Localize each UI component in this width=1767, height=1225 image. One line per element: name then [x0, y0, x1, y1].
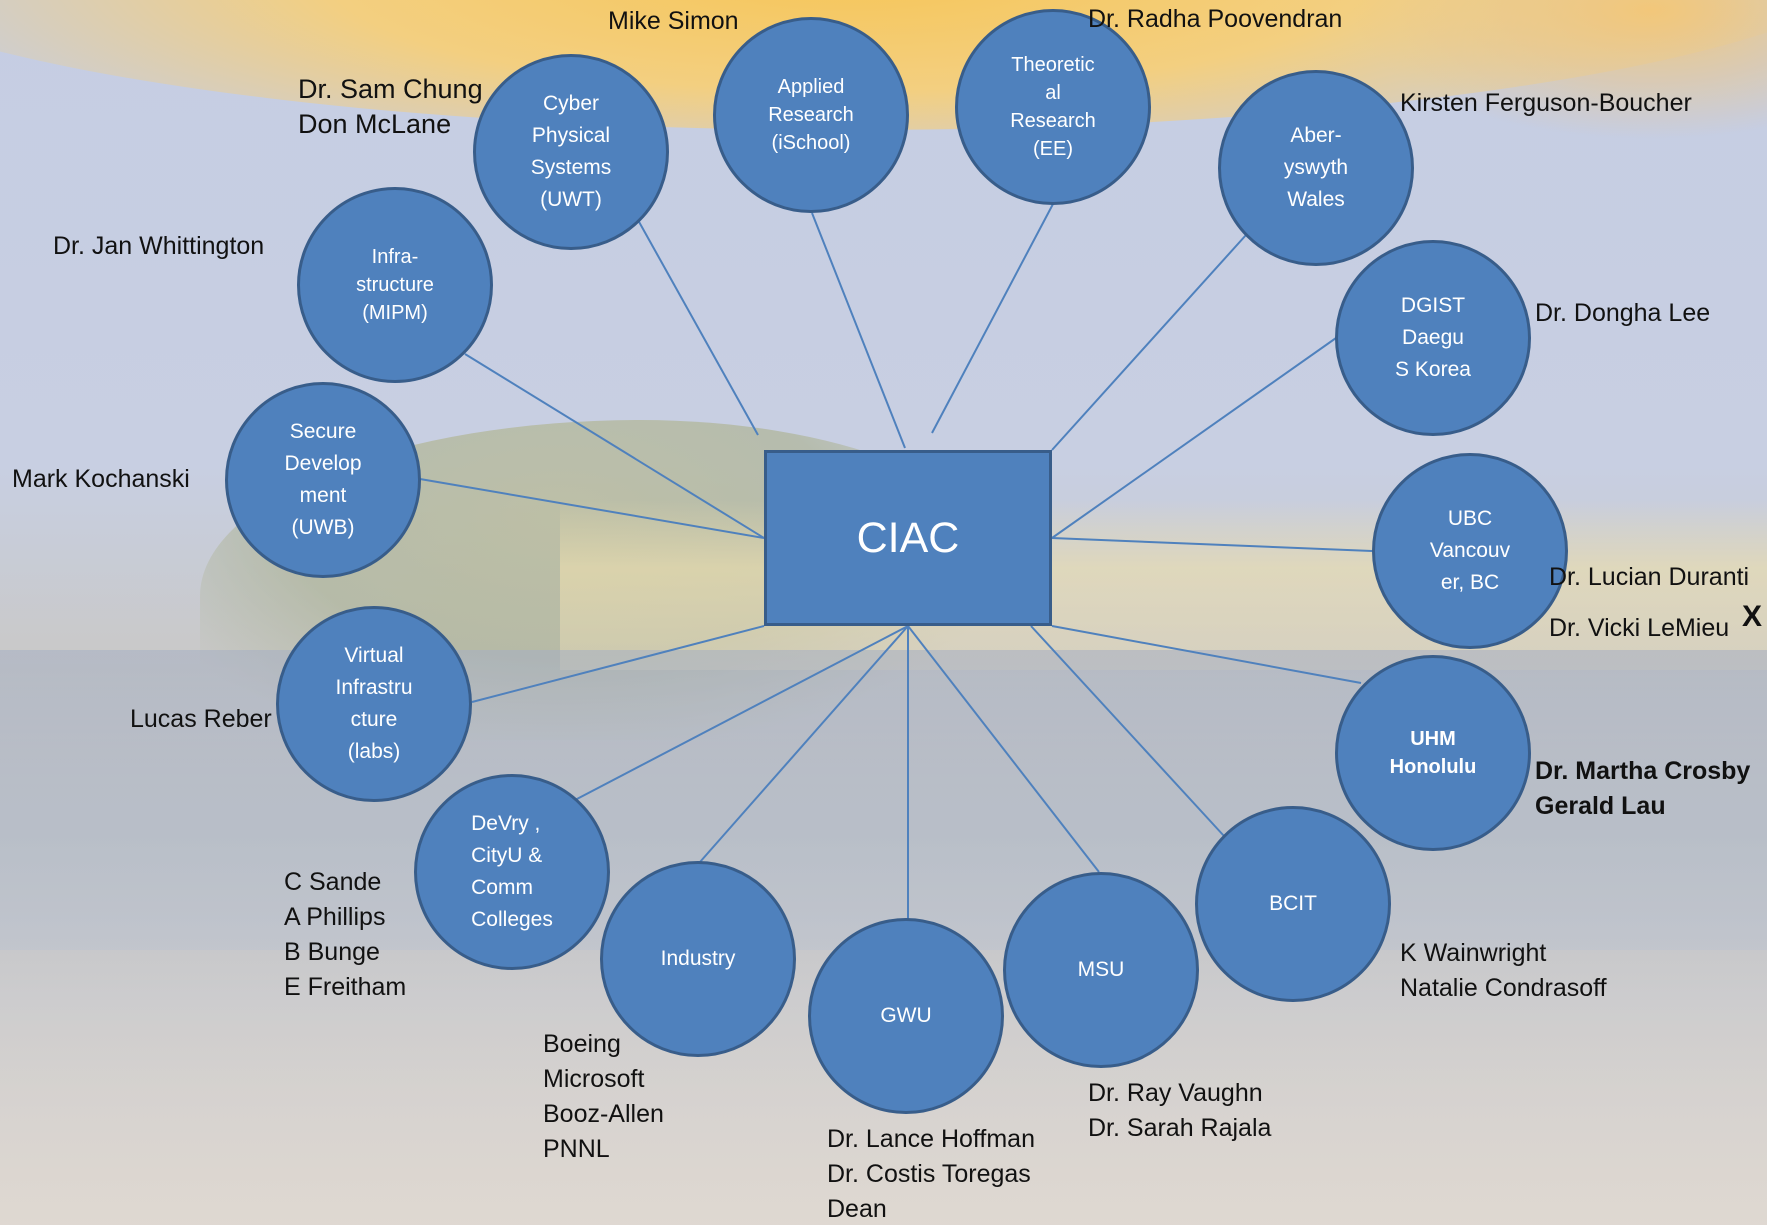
people-label-devry: C Sande A Phillips B Bunge E Freitham: [284, 868, 407, 1001]
link-uhm: [1051, 625, 1362, 684]
node-label: Theoretic al Research (EE): [1010, 54, 1096, 160]
people-label-secure: Mark Kochanski: [12, 465, 190, 493]
node-label: Aber- yswyth Wales: [1283, 124, 1349, 211]
people-label-msu: Dr. Ray Vaughn Dr. Sarah Rajala: [1088, 1079, 1272, 1142]
link-secure: [419, 478, 765, 539]
link-industry: [699, 625, 909, 863]
people-label-theoretical: Dr. Radha Poovendran: [1088, 5, 1343, 33]
node-aberystwyth: Aber- yswyth Wales: [1218, 70, 1414, 266]
center-node-ciac: CIAC: [764, 450, 1052, 626]
node-label: Cyber Physical Systems (UWT): [530, 92, 612, 211]
link-ubc: [1051, 537, 1373, 552]
center-node-label: CIAC: [856, 513, 960, 562]
people-label-ubc: Dr. Lucian Duranti Dr. Vicki LeMieu: [1549, 563, 1750, 642]
node-industry: Industry: [600, 861, 796, 1057]
node-infrastructure-mipm: Infra- structure (MIPM): [297, 187, 493, 383]
node-virtual-infrastructure: Virtual Infrastru cture (labs): [276, 606, 472, 802]
link-infra: [464, 353, 765, 539]
people-label-gwu: Dr. Lance Hoffman Dr. Costis Toregas Dea…: [827, 1125, 1035, 1223]
node-label: Secure Develop ment (UWB): [284, 420, 362, 539]
node-label: MSU: [1077, 958, 1125, 981]
node-ubc: UBC Vancouv er, BC: [1372, 453, 1568, 649]
people-label-aberystwyth: Kirsten Ferguson-Boucher: [1400, 89, 1692, 117]
link-msu: [907, 625, 1100, 873]
node-label: UBC Vancouv er, BC: [1429, 507, 1511, 594]
link-theoretical: [931, 203, 1054, 434]
node-label: UHM Honolulu: [1389, 728, 1477, 778]
people-label-bcit: K Wainwright Natalie Condrasoff: [1400, 939, 1607, 1002]
ubc-extra-mark: X: [1742, 600, 1763, 633]
link-cyber: [637, 219, 759, 436]
node-cyber-physical-systems: Cyber Physical Systems (UWT): [473, 54, 669, 250]
link-bcit: [1030, 625, 1225, 837]
node-bcit: BCIT: [1195, 806, 1391, 1002]
node-label: Infra- structure (MIPM): [356, 246, 434, 324]
node-uhm: UHM Honolulu: [1335, 655, 1531, 851]
link-aberystwyth: [1051, 234, 1247, 451]
node-label: GWU: [880, 1004, 932, 1027]
node-label: Applied Research (iSchool): [768, 76, 854, 154]
node-theoretical-research: Theoretic al Research (EE): [955, 9, 1151, 205]
link-virtual: [471, 625, 765, 703]
people-label-dgist: Dr. Dongha Lee: [1535, 299, 1711, 327]
node-devry-cityu: DeVry , CityU & Comm Colleges: [414, 774, 610, 970]
people-label-cyber: Dr. Sam Chung Don McLane: [298, 74, 483, 139]
node-dgist: DGIST Daegu S Korea: [1335, 240, 1531, 436]
node-label: Industry: [660, 947, 736, 970]
node-gwu: GWU: [808, 918, 1004, 1114]
link-dgist: [1051, 337, 1337, 539]
people-label-virtual: Lucas Reber: [130, 705, 272, 733]
node-msu: MSU: [1003, 872, 1199, 1068]
link-devry: [574, 625, 909, 801]
people-label-applied: Mike Simon: [608, 7, 739, 35]
node-label: DeVry , CityU & Comm Colleges: [471, 812, 553, 931]
people-label-infra: Dr. Jan Whittington: [53, 232, 265, 260]
node-applied-research: Applied Research (iSchool): [713, 17, 909, 213]
node-label: DGIST Daegu S Korea: [1395, 294, 1471, 381]
people-label-uhm: Dr. Martha Crosby Gerald Lau: [1535, 757, 1751, 820]
node-label: BCIT: [1269, 892, 1317, 915]
node-label: Virtual Infrastru cture (labs): [335, 644, 413, 763]
people-label-industry: Boeing Microsoft Booz-Allen PNNL: [543, 1030, 664, 1163]
node-secure-development: Secure Develop ment (UWB): [225, 382, 421, 578]
link-applied: [811, 212, 906, 449]
